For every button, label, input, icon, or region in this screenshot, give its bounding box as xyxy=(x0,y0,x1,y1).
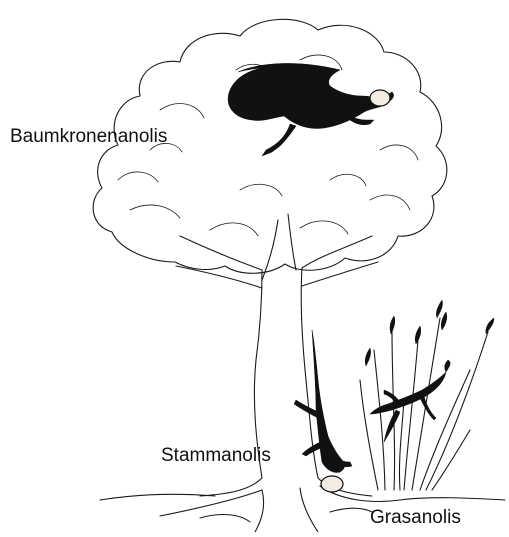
trunk-lizard-icon xyxy=(294,330,352,492)
label-trunk-anole: Stammanolis xyxy=(161,446,271,465)
label-grass-anole: Grasanolis xyxy=(370,508,461,527)
label-canopy-anole: Baumkronenanolis xyxy=(10,127,167,146)
canopy-lizard-icon xyxy=(228,63,394,156)
